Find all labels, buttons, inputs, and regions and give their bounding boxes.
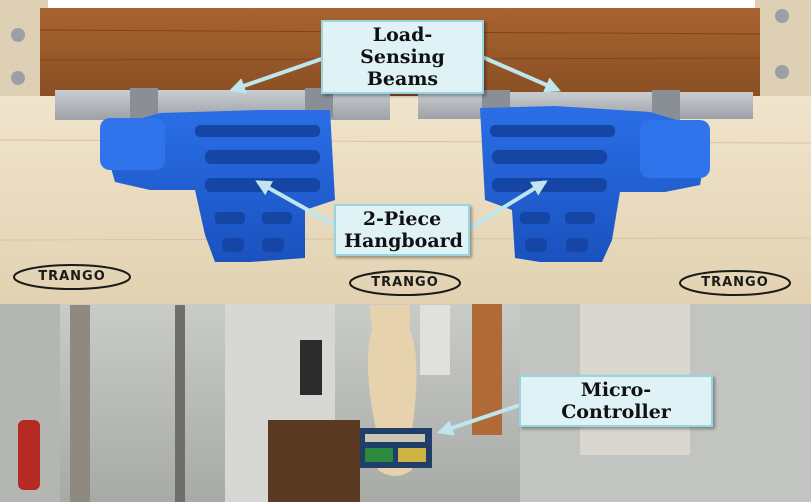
- label-two-piece-hangboard: 2-Piece Hangboard: [334, 204, 470, 256]
- label-controller-text: Micro-Controller: [561, 379, 671, 423]
- right-hangboard: [480, 106, 710, 262]
- label-micro-controller: Micro-Controller: [519, 375, 713, 427]
- label-beams-line1: Load-Sensing: [360, 24, 445, 68]
- trango-logo-right: TRANGO: [701, 275, 769, 290]
- left-hangboard: [100, 110, 335, 262]
- label-beams-line2: Beams: [366, 68, 439, 90]
- label-load-sensing-beams: Load-Sensing Beams: [321, 20, 484, 94]
- label-hangboard-line2: Hangboard: [344, 230, 463, 252]
- trango-logo-left: TRANGO: [38, 269, 106, 284]
- trango-logo-center: TRANGO: [371, 275, 439, 290]
- label-hangboard-line1: 2-Piece: [362, 208, 442, 230]
